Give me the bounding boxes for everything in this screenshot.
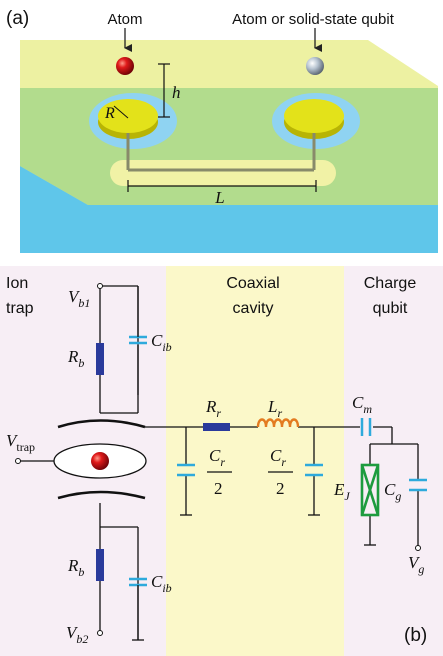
vg-label: Vg <box>408 553 424 576</box>
cib-bottom-label: Cib <box>151 572 172 595</box>
vtrap-terminal <box>15 458 21 464</box>
vb1-terminal <box>97 283 103 289</box>
ej-label: EJ <box>333 480 350 503</box>
lr-label: Lr <box>267 397 282 420</box>
cr-right-numerator: Cr <box>270 446 286 469</box>
trap-electrode-bottom <box>57 490 146 500</box>
pad-right <box>284 99 344 133</box>
atom <box>116 57 134 75</box>
panel-a: (a) Atom Atom or solid-state qubit h R L <box>6 8 438 253</box>
cr-right-denominator: 2 <box>276 479 285 498</box>
wire-slot <box>110 160 336 186</box>
rb-top-label: Rb <box>67 347 84 370</box>
cr-left-numerator: Cr <box>209 446 225 469</box>
plane-overlap <box>20 88 438 205</box>
panel-b-label: (b) <box>404 625 427 646</box>
vb1-label: Vb1 <box>68 287 90 310</box>
r-label: R <box>104 105 115 122</box>
qubit-background <box>344 266 443 656</box>
qubit-label: Atom or solid-state qubit <box>232 11 395 28</box>
cavity-title-1: Coaxial <box>226 275 279 292</box>
cib-top-label: Cib <box>151 331 172 354</box>
vg-terminal <box>415 545 421 551</box>
rr-label: Rr <box>205 397 221 420</box>
rb-bottom-label: Rb <box>67 556 84 579</box>
cavity-background <box>166 266 344 656</box>
josephson-junction <box>360 463 380 517</box>
atom-label: Atom <box>107 11 142 28</box>
cg-label: Cg <box>384 480 401 503</box>
ion-trap-title-1: Ion <box>6 275 28 292</box>
trap-electrode-top <box>57 419 146 429</box>
pad-left <box>98 99 158 133</box>
vb2-terminal <box>97 630 103 636</box>
vb2-label: Vb2 <box>66 623 88 646</box>
cr-left-denominator: 2 <box>214 479 223 498</box>
panel-b: Ion trap Coaxial cavity Charge qubit <box>0 266 443 656</box>
resistor-rb-top <box>96 343 104 375</box>
l-label: L <box>214 188 224 207</box>
radius-line <box>113 105 129 119</box>
inductor-lr <box>256 418 300 428</box>
qubit-title-1: Charge <box>364 275 417 292</box>
resistor-rb-bottom <box>96 549 104 581</box>
cm-label: Cm <box>352 393 372 416</box>
panel-a-label: (a) <box>6 8 29 29</box>
ion-trap-title-2: trap <box>6 300 34 317</box>
resistor-rr <box>203 423 230 431</box>
ion <box>91 452 109 470</box>
qubit-atom <box>306 57 324 75</box>
qubit-title-2: qubit <box>373 300 408 317</box>
h-label: h <box>172 83 181 102</box>
vtrap-label: Vtrap <box>6 431 35 454</box>
cavity-title-2: cavity <box>233 300 274 317</box>
